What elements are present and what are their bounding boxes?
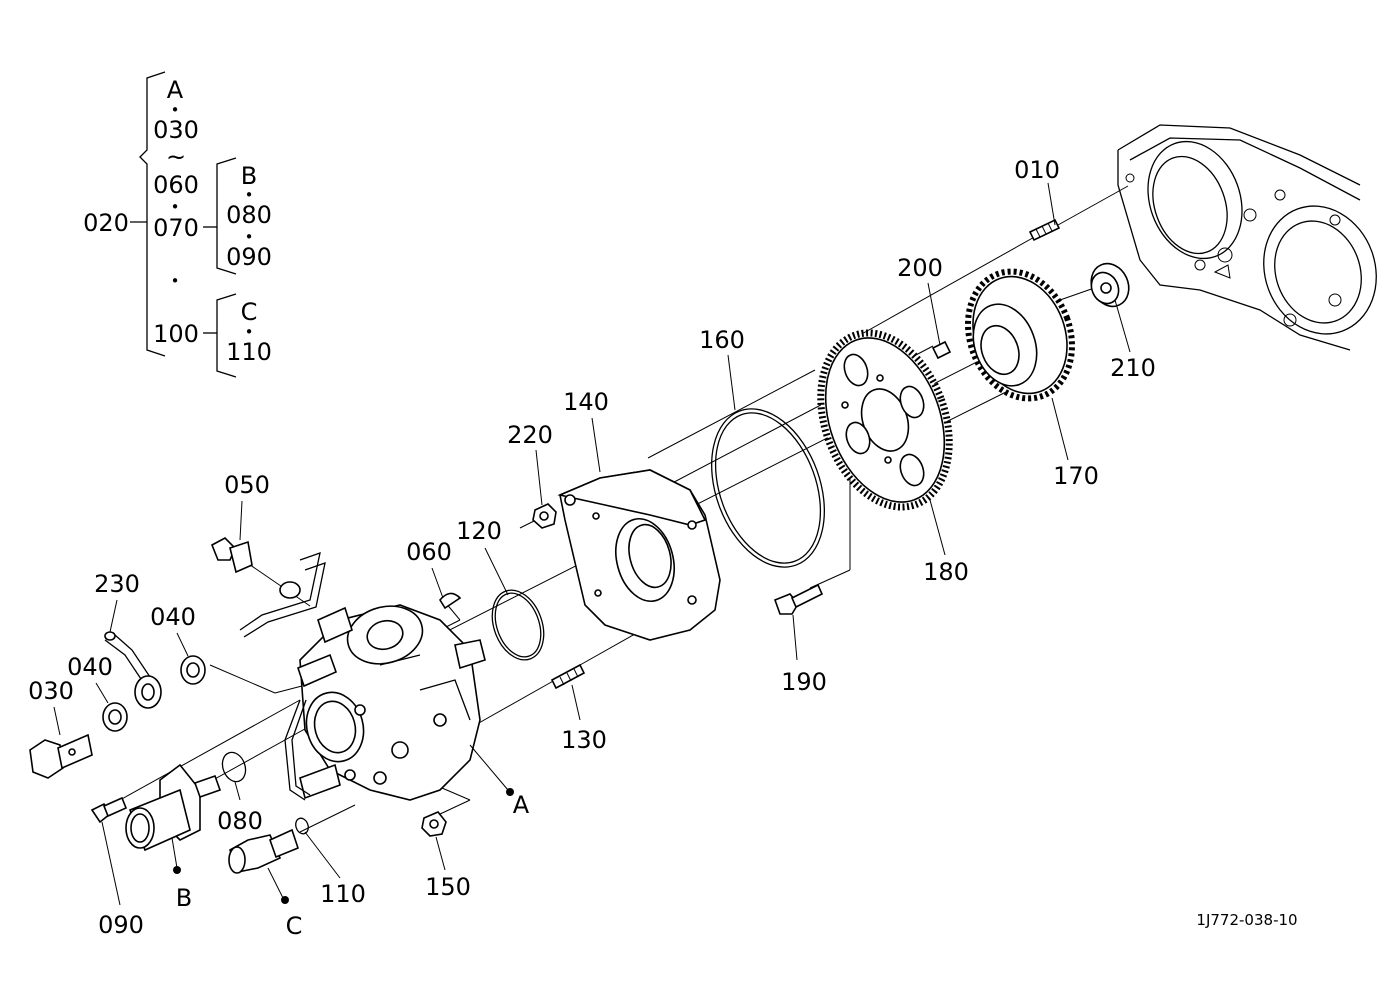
- pin-200: [931, 340, 952, 360]
- callout-180: 180: [923, 558, 969, 586]
- gear-case-housing: [1117, 124, 1377, 351]
- legend-100: 100: [153, 320, 199, 348]
- callout-030: 030: [28, 677, 74, 705]
- sensor-c: [228, 828, 299, 874]
- ref-a: A: [513, 791, 530, 819]
- nut-150: [421, 811, 447, 837]
- bolt-090: [90, 796, 128, 824]
- legend: A • 030 ~ 060 • 070 • 100 020 B • 080 • …: [83, 71, 272, 378]
- ref-c: C: [286, 912, 303, 940]
- legend-020: 020: [83, 209, 129, 237]
- callout-130: 130: [561, 726, 607, 754]
- legend-letter-c: C: [241, 298, 258, 326]
- callout-040-left: 040: [67, 653, 113, 681]
- bolt-190: [773, 583, 824, 615]
- callouts: 010 200 210 160 140 220 170 180 050 120 …: [28, 156, 1156, 940]
- washer-040-left: [102, 702, 128, 732]
- legend-bracket-a: [139, 71, 166, 357]
- legend-bracket-b: [216, 157, 237, 275]
- legend-030: 030: [153, 116, 199, 144]
- control-valve-b: [125, 763, 222, 852]
- callout-230: 230: [94, 570, 140, 598]
- legend-070: 070: [153, 214, 199, 242]
- legend-dot: •: [171, 198, 180, 216]
- callout-170: 170: [1053, 462, 1099, 490]
- callout-200: 200: [897, 254, 943, 282]
- legend-dot: •: [245, 323, 254, 341]
- callout-120: 120: [456, 517, 502, 545]
- legend-060: 060: [153, 171, 199, 199]
- callout-220: 220: [507, 421, 553, 449]
- callout-150: 150: [425, 873, 471, 901]
- o-ring-110: [295, 817, 309, 835]
- stud-130: [550, 663, 586, 690]
- legend-dot: •: [171, 101, 180, 119]
- flange-plate-140: [557, 469, 721, 641]
- callout-110: 110: [320, 880, 366, 908]
- legend-bracket-c: [216, 293, 237, 378]
- callout-080: 080: [217, 807, 263, 835]
- legend-dot: •: [245, 228, 254, 246]
- callout-210: 210: [1110, 354, 1156, 382]
- callout-140: 140: [563, 388, 609, 416]
- legend-range-mark: ~: [166, 143, 186, 171]
- washer-040-right: [180, 655, 206, 685]
- stud-010: [1028, 218, 1061, 242]
- callout-090: 090: [98, 911, 144, 939]
- legend-dot: •: [171, 272, 180, 290]
- gear-180: [817, 329, 953, 511]
- supply-pump: [284, 604, 486, 801]
- ref-b: B: [176, 884, 192, 912]
- legend-letter-a: A: [167, 76, 184, 104]
- callout-060: 060: [406, 538, 452, 566]
- nut-210: [1090, 262, 1130, 308]
- banjo-bolt-050: [210, 537, 253, 574]
- callout-040-right: 040: [150, 603, 196, 631]
- callout-190: 190: [781, 668, 827, 696]
- return-pipe: [239, 552, 326, 638]
- key-060: [439, 592, 462, 610]
- legend-090: 090: [226, 243, 272, 271]
- banjo-fitting-230: [104, 631, 162, 709]
- legend-letter-b: B: [241, 162, 257, 190]
- drawing-id: 1J772-038-10: [1196, 911, 1297, 929]
- legend-080: 080: [226, 201, 272, 229]
- callout-050: 050: [224, 471, 270, 499]
- o-ring-080: [221, 751, 247, 783]
- nut-220: [532, 503, 557, 529]
- gear-170: [965, 268, 1075, 402]
- callout-010: 010: [1014, 156, 1060, 184]
- legend-dot: •: [245, 186, 254, 204]
- callout-160: 160: [699, 326, 745, 354]
- banjo-bolt-030: [29, 733, 93, 779]
- legend-110: 110: [226, 338, 272, 366]
- o-ring-160: [711, 408, 825, 568]
